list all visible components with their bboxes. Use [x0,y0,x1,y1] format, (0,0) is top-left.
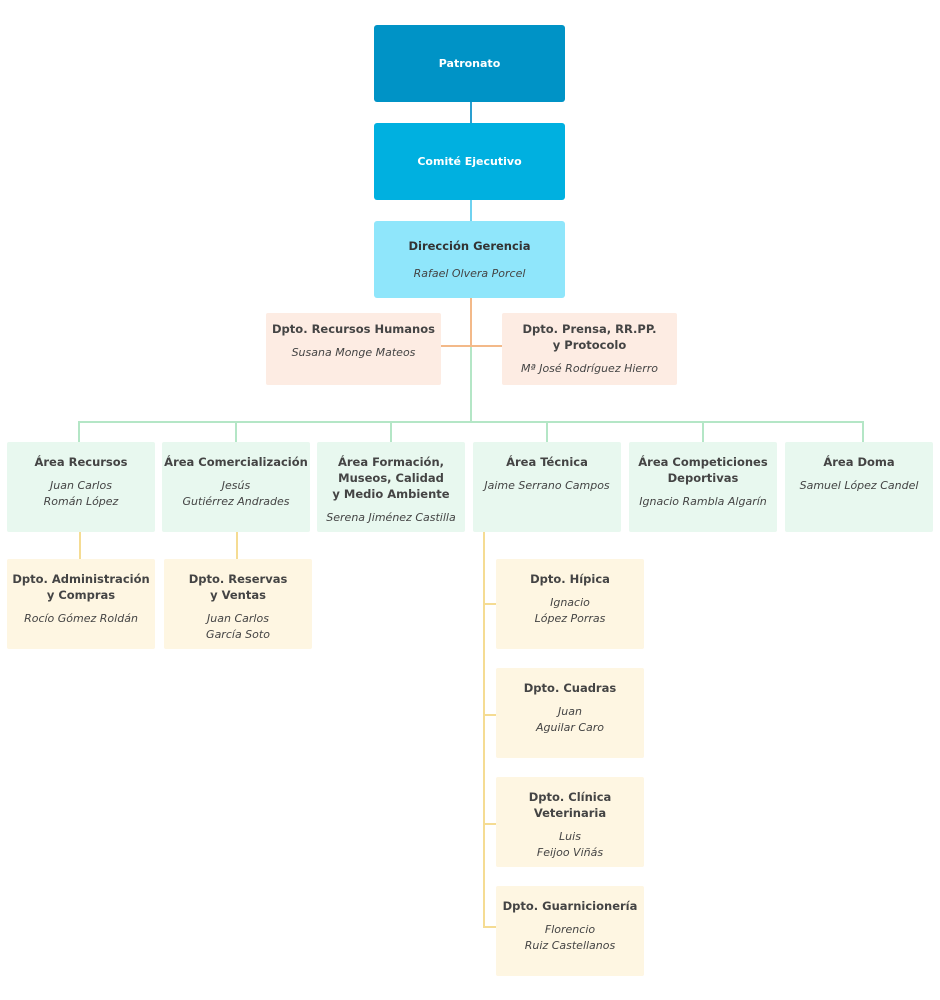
node-title: Dpto. Cuadras [523,681,617,695]
node-comite-ejecutivo: Comité Ejecutivo [374,123,565,200]
node-area-recursos: Área Recursos Juan Carlos Román López [7,442,155,532]
node-title: Área Técnica [506,455,588,469]
node-person: Susana Monge Mateos [291,346,416,359]
connector-tecnica-vertical [483,532,485,928]
connector-area-formacion [390,421,392,442]
node-title: Área Competiciones Deportivas [638,455,768,485]
node-person: Florencio Ruiz Castellanos [524,923,616,952]
connector-tecnica-clinica [483,823,496,825]
node-title: Dpto. Reservas y Ventas [188,572,288,602]
connector-areas-horizontal [78,421,864,423]
node-patronato: Patronato [374,25,565,102]
node-title: Dpto. Recursos Humanos [272,322,435,336]
node-person: Ignacio López Porras [534,596,606,625]
node-title: Área Comercialización [164,455,308,469]
node-area-formacion: Área Formación, Museos, Calidad y Medio … [317,442,465,532]
node-title: Área Recursos [34,455,128,469]
node-area-tecnica: Área Técnica Jaime Serrano Campos [473,442,621,532]
node-title: Comité Ejecutivo [417,154,522,168]
node-dpto-hipica: Dpto. Hípica Ignacio López Porras [496,559,644,649]
node-person: Mª José Rodríguez Hierro [521,362,658,375]
node-dpto-cuadras: Dpto. Cuadras Juan Aguilar Caro [496,668,644,758]
node-person: Jesús Gutiérrez Andrades [182,479,290,508]
node-title: Dpto. Clínica Veterinaria [528,790,612,820]
node-person: Rocío Gómez Roldán [24,612,138,625]
connector-comite-direccion [470,200,472,221]
node-title: Dpto. Hípica [530,572,610,586]
node-dpto-prensa: Dpto. Prensa, RR.PP. y Protocolo Mª José… [502,313,677,385]
node-person: Luis Feijoo Viñás [536,830,604,859]
node-title: Área Doma [823,455,895,469]
node-person: Serena Jiménez Castilla [326,511,456,524]
node-dpto-recursos-humanos: Dpto. Recursos Humanos Susana Monge Mate… [266,313,441,385]
connector-tecnica-guarnicioneria [483,926,496,928]
node-person: Juan Carlos Román López [43,479,119,508]
node-title: Dpto. Administración y Compras [12,572,150,602]
node-title: Área Formación, Museos, Calidad y Medio … [332,455,450,501]
node-person: Rafael Olvera Porcel [413,266,526,280]
node-area-competiciones: Área Competiciones Deportivas Ignacio Ra… [629,442,777,532]
connector-area-doma [862,421,864,442]
connector-patronato-comite [470,102,472,123]
node-person: Jaime Serrano Campos [484,479,610,492]
node-dpto-guarnicioneria: Dpto. Guarnicionería Florencio Ruiz Cast… [496,886,644,976]
node-person: Juan Carlos García Soto [206,612,270,641]
node-title: Dpto. Prensa, RR.PP. y Protocolo [522,322,657,352]
connector-direccion-areas [470,347,472,423]
node-title: Dpto. Guarnicionería [502,899,638,913]
connector-comercializacion-reservas [236,532,238,559]
node-person: Juan Aguilar Caro [535,705,605,734]
node-title: Patronato [438,56,501,70]
node-area-doma: Área Doma Samuel López Candel [785,442,933,532]
node-person: Samuel López Candel [799,479,919,492]
connector-recursos-administracion [79,532,81,559]
connector-tecnica-hipica [483,603,496,605]
node-area-comercializacion: Área Comercialización Jesús Gutiérrez An… [162,442,310,532]
connector-area-comercializacion [235,421,237,442]
node-dpto-reservas: Dpto. Reservas y Ventas Juan Carlos Garc… [164,559,312,649]
connector-area-recursos [78,421,80,442]
connector-area-competiciones [702,421,704,442]
connector-tecnica-cuadras [483,714,496,716]
node-dpto-clinica-veterinaria: Dpto. Clínica Veterinaria Luis Feijoo Vi… [496,777,644,867]
node-direccion-gerencia: Dirección Gerencia Rafael Olvera Porcel [374,221,565,298]
connector-staff-horizontal [441,345,502,347]
node-dpto-administracion: Dpto. Administración y Compras Rocío Góm… [7,559,155,649]
connector-direccion-staff [470,298,472,346]
node-title: Dirección Gerencia [408,238,531,253]
connector-area-tecnica [546,421,548,442]
node-person: Ignacio Rambla Algarín [639,495,767,508]
